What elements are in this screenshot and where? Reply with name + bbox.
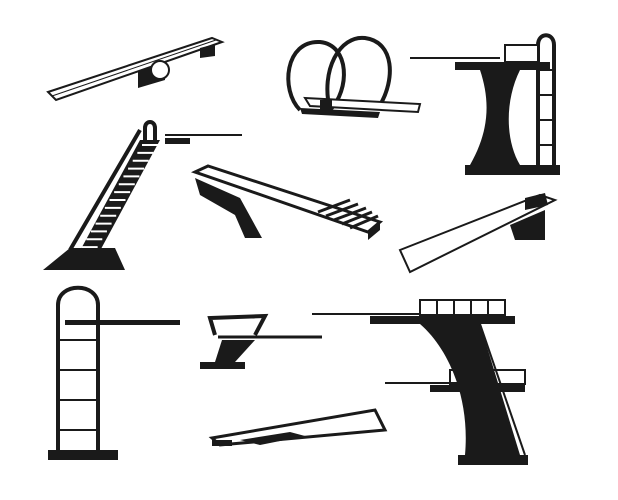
springboard-top-left [46,36,225,102]
springboard-right [398,193,558,274]
springboard-bottom-center [208,408,388,447]
platform-tower-top-right [410,33,560,175]
small-springboard [200,313,322,369]
ladder-tower-bottom-left [48,285,180,460]
springboard-center [190,164,384,240]
loop-springboard [286,35,422,118]
ladder-tower-left [43,120,242,270]
platform-tower-bottom-right [312,299,528,465]
